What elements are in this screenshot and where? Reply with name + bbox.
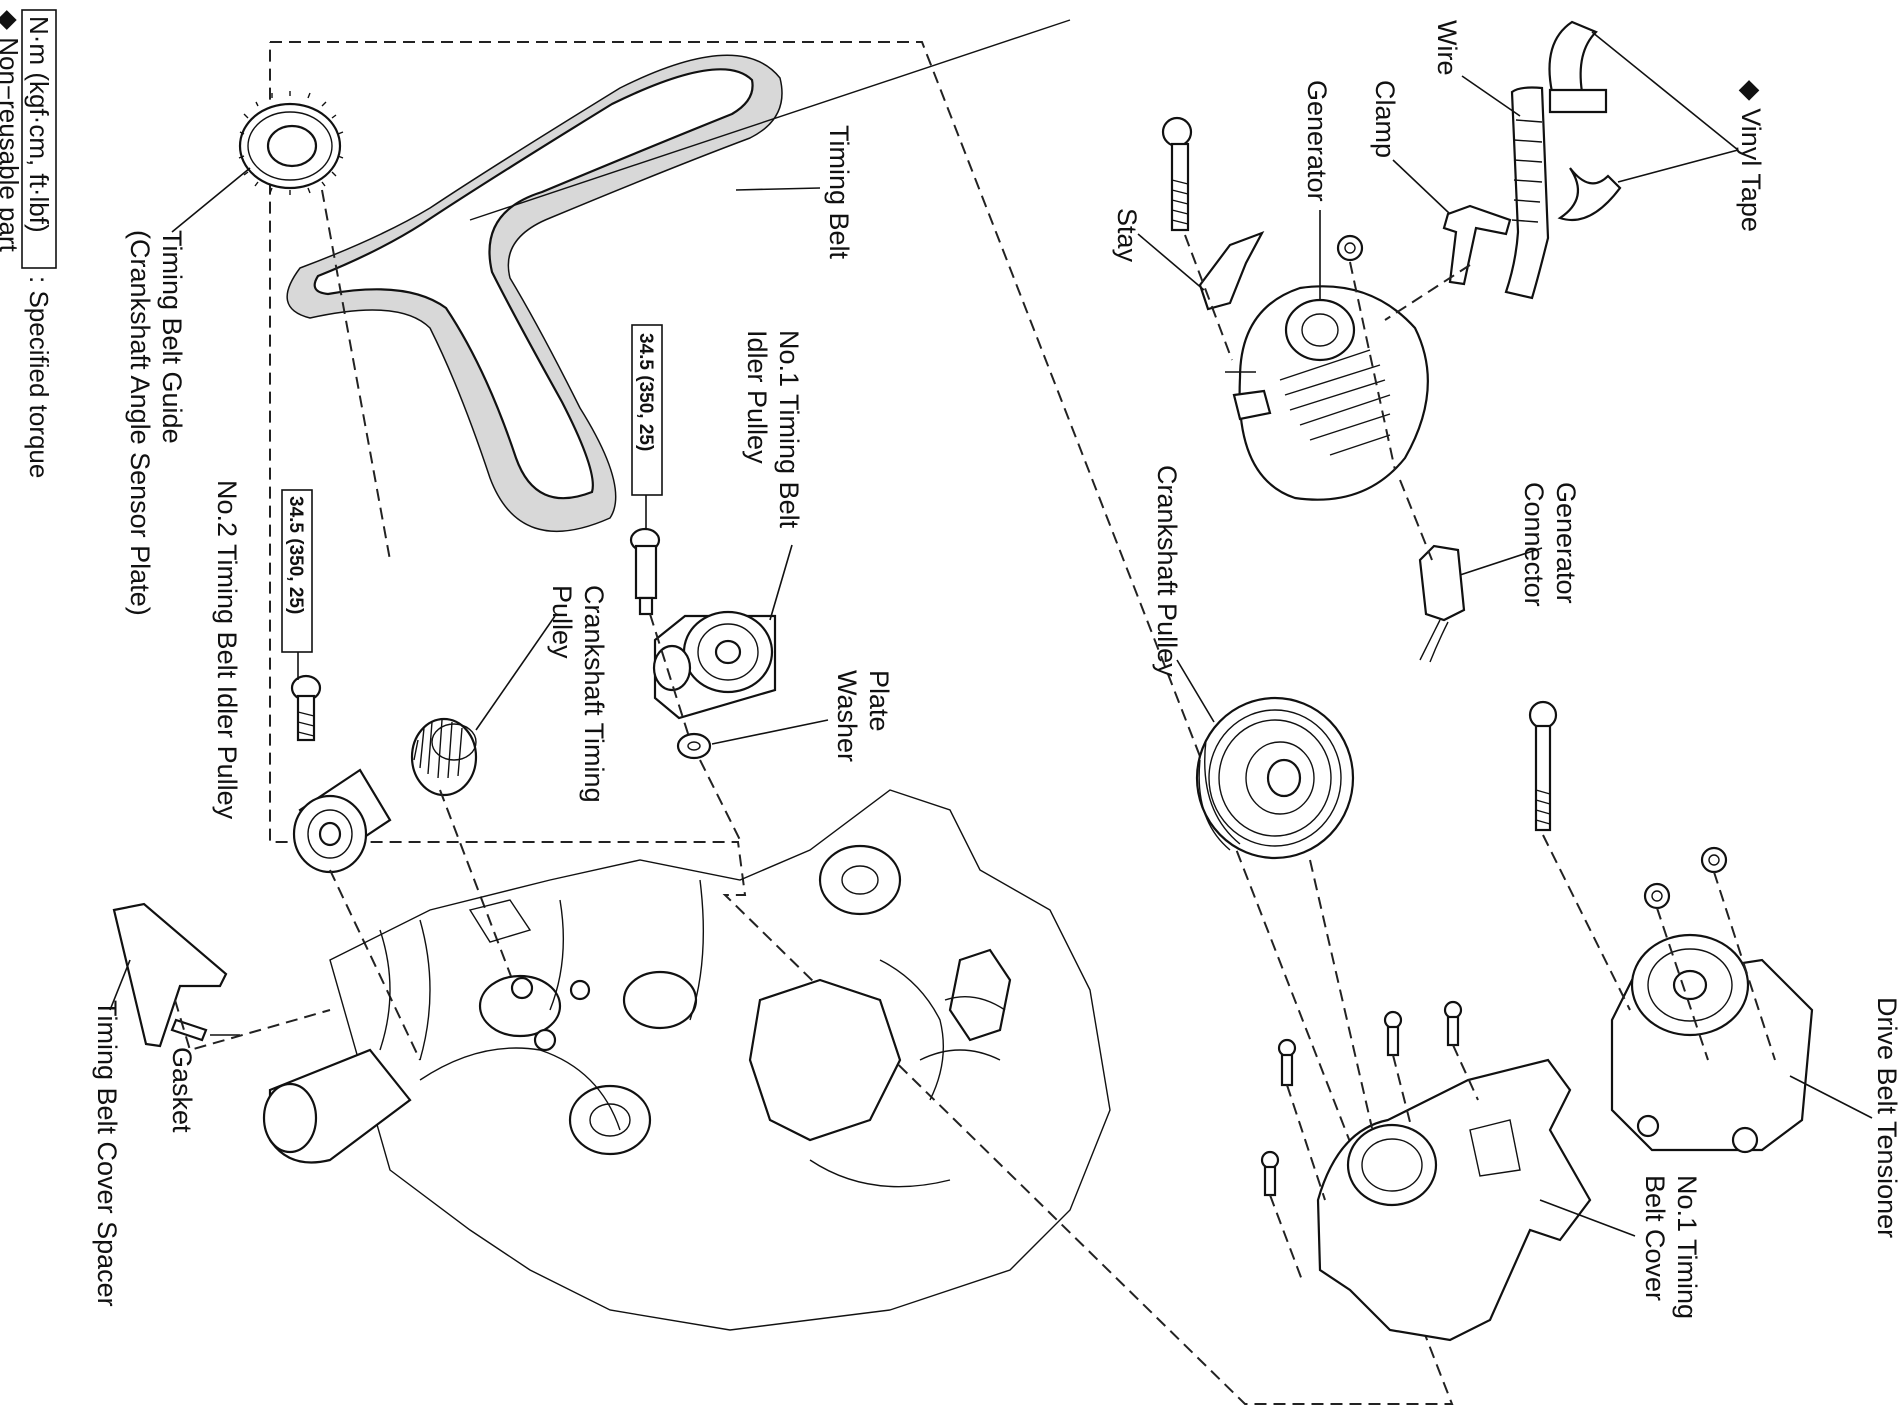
dash-r9 — [1286, 1084, 1326, 1201]
dash-r4 — [1399, 479, 1433, 561]
label-plate-washer-1: Plate — [864, 670, 894, 732]
crankshaft-pulley-leader — [1176, 659, 1215, 723]
svg-text:34.5 (350, 25): 34.5 (350, 25) — [635, 333, 656, 451]
timing-belt — [286, 19, 1071, 533]
label-generator-connector-2: Connector — [1519, 482, 1549, 607]
legend-nonreusable: ◆ Non−reusable part — [0, 10, 24, 253]
label-generator: Generator — [1302, 80, 1332, 202]
plate-washer — [676, 732, 712, 760]
label-no1-cover-2: Belt Cover — [1640, 1175, 1670, 1301]
stay — [1198, 230, 1265, 311]
wire-harness — [1504, 86, 1550, 300]
drive-belt-tensioner — [1610, 933, 1814, 1154]
no1-idler-leader — [769, 544, 793, 621]
dash-r11 — [1452, 1044, 1479, 1101]
crankshaft-pulley — [1195, 696, 1355, 860]
label-no2-idler: No.2 Timing Belt Idler Pulley — [212, 480, 242, 820]
dash-r5 — [1309, 859, 1373, 1129]
guide-leader — [171, 167, 251, 233]
dash-r6 — [1542, 834, 1631, 1011]
crankshaft-timing-pulley — [410, 717, 478, 797]
no2-idler-bolt — [290, 674, 322, 742]
label-generator-connector-1: Generator — [1551, 482, 1581, 604]
no2-timing-belt-idler-pulley — [292, 768, 392, 874]
torque-box-no1-idler: 34.5 (350, 25) — [631, 324, 663, 496]
dash-l5 — [699, 759, 741, 841]
torque-box-no2-idler: 34.5 (350, 25) — [281, 489, 313, 653]
dash-l4 — [649, 613, 691, 741]
tensioner-leader — [1789, 1075, 1873, 1119]
label-no1-idler-2: Idler Pulley — [742, 330, 772, 464]
stay-leader — [1137, 233, 1205, 291]
wire-harness-wrap — [1511, 119, 1543, 223]
label-drive-belt-tensioner: Drive Belt Tensioner — [1872, 997, 1902, 1238]
timing-belt-cover-spacer — [112, 902, 228, 1048]
no1-timing-belt-idler-pulley — [652, 610, 777, 720]
label-gasket: Gasket — [167, 1047, 197, 1133]
generator-connector — [1418, 544, 1466, 663]
dash-l3 — [439, 789, 521, 1001]
svg-text:34.5 (350, 25): 34.5 (350, 25) — [285, 496, 306, 614]
label-stay: Stay — [1112, 208, 1142, 263]
dash-l6 — [174, 999, 331, 1052]
timing-belt-guide — [238, 91, 344, 195]
label-crank-timing-1: Crankshaft Timing — [579, 585, 609, 803]
label-timing-belt: Timing Belt — [824, 125, 854, 260]
dash-r12 — [1269, 1194, 1303, 1281]
tensioner-bolt — [1528, 700, 1558, 832]
gasket — [170, 1018, 208, 1042]
clamp — [1442, 204, 1512, 286]
no1-idler-bolt — [629, 527, 661, 616]
legend: N·m (kgf·cm, ft·lbf) : Specified torque … — [0, 9, 57, 478]
label-wire: Wire — [1432, 20, 1462, 76]
label-crankshaft-pulley: Crankshaft Pulley — [1152, 465, 1182, 677]
dash-r8 — [1656, 907, 1709, 1061]
engine-block — [262, 789, 1111, 1331]
legend-torque-unit: N·m (kgf·cm, ft·lbf) — [24, 16, 54, 233]
generator-connector-leader — [1459, 547, 1543, 576]
vinyl-tape-bottom — [1557, 167, 1622, 222]
wire-leader — [1461, 75, 1521, 117]
vinyl-tape-leader-1 — [1591, 31, 1739, 151]
generator-bolt — [1161, 116, 1193, 232]
dash-r2 — [1349, 261, 1396, 471]
torque-unit-box — [21, 9, 57, 269]
spacer-leader — [109, 959, 131, 1011]
label-clamp: Clamp — [1370, 80, 1400, 158]
label-guide-1: Timing Belt Guide — [157, 230, 187, 444]
label-guide-2: (Crankshaft Angle Sensor Plate) — [125, 230, 155, 616]
crank-timing-leader — [475, 615, 556, 731]
no1-timing-belt-cover — [1316, 1058, 1592, 1342]
cover-leader — [1539, 1199, 1636, 1237]
label-no1-idler-1: No.1 Timing Belt — [774, 330, 804, 529]
dash-r7 — [1713, 871, 1776, 1061]
assembly-boundary-dashed — [269, 41, 1454, 1405]
dash-r3 — [1384, 264, 1471, 321]
vinyl-tape-top — [1548, 20, 1598, 94]
generator — [1232, 285, 1429, 501]
cover-bolt-2 — [1383, 1010, 1403, 1057]
dash-l1 — [321, 189, 391, 561]
timing-belt-leader — [735, 187, 821, 191]
label-vinyl-tape: ◆ Vinyl Tape — [1736, 80, 1766, 232]
tensioner-nut-2 — [1643, 882, 1671, 910]
cover-bolt-4 — [1260, 1150, 1280, 1197]
tensioner-nut-1 — [1700, 846, 1728, 874]
clamp-leader — [1392, 159, 1451, 215]
label-crank-timing-2: Pulley — [547, 585, 577, 659]
label-cover-spacer: Timing Belt Cover Spacer — [92, 1000, 122, 1307]
vinyl-tape-leader-2 — [1617, 149, 1739, 183]
dash-r10 — [1392, 1054, 1413, 1131]
wire-tab — [1548, 88, 1608, 114]
cover-bolt-1 — [1277, 1038, 1297, 1087]
label-no1-cover-1: No.1 Timing — [1672, 1175, 1702, 1319]
dash-r1 — [1184, 234, 1233, 361]
label-plate-washer-2: Washer — [832, 670, 862, 762]
generator-nut — [1336, 234, 1364, 262]
legend-torque-desc: : Specified torque — [24, 276, 54, 478]
plate-washer-leader — [711, 719, 829, 745]
cover-bolt-3 — [1443, 1000, 1463, 1047]
dash-l2 — [329, 869, 421, 1061]
